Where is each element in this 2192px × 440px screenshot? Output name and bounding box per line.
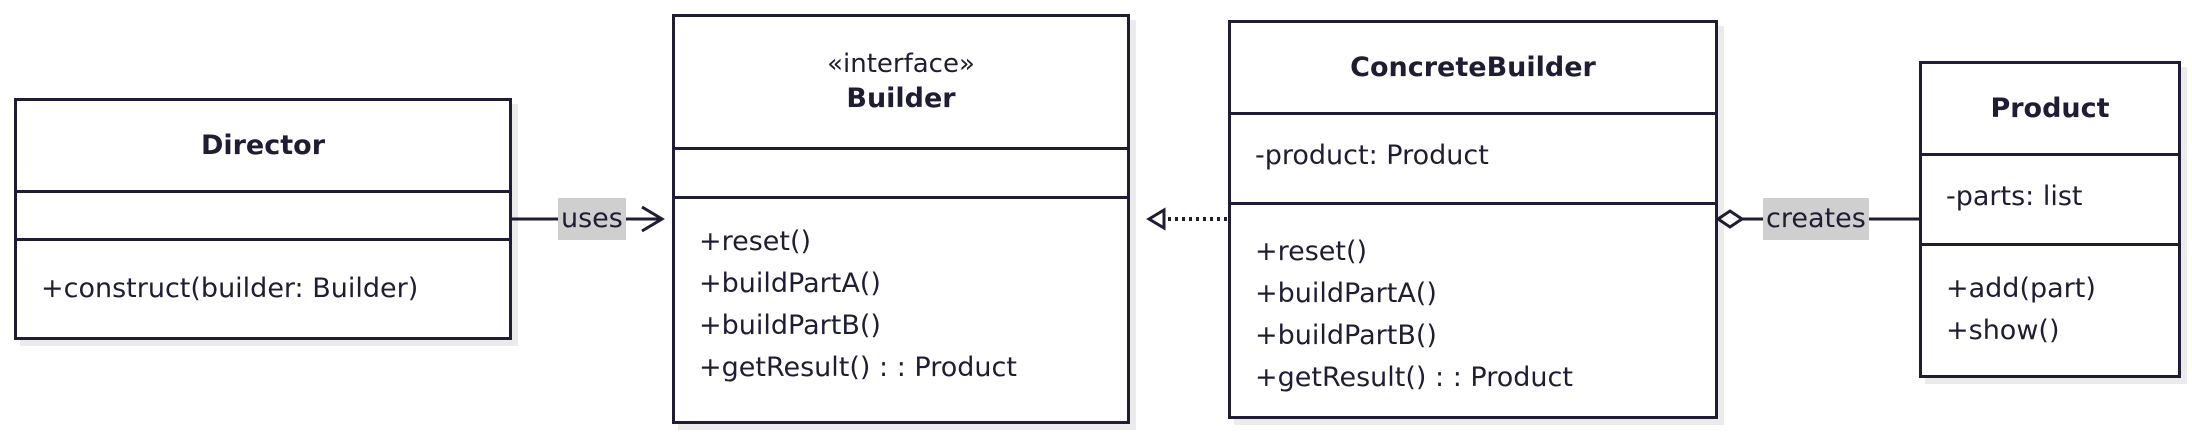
class-product-header: Product bbox=[1922, 64, 2178, 156]
class-concrete-builder-methods: +reset() +buildPartA() +buildPartB() +ge… bbox=[1231, 205, 1715, 399]
class-builder-method: +getResult() : : Product bbox=[699, 352, 1017, 383]
class-builder-attributes bbox=[675, 150, 1127, 199]
class-builder[interactable]: «interface» Builder +reset() +buildPartA… bbox=[672, 14, 1130, 424]
class-concrete-builder-header: ConcreteBuilder bbox=[1231, 23, 1715, 115]
class-builder-stereotype: «interface» bbox=[827, 49, 975, 79]
class-builder-header: «interface» Builder bbox=[675, 17, 1127, 150]
class-builder-method: +buildPartB() bbox=[699, 310, 881, 341]
class-concrete-builder-method: +buildPartB() bbox=[1255, 320, 1437, 351]
realization-hollow-triangle bbox=[1146, 207, 1166, 231]
class-concrete-builder-method: +getResult() : : Product bbox=[1255, 362, 1573, 393]
class-product-method: +show() bbox=[1946, 315, 2060, 346]
class-concrete-builder-name: ConcreteBuilder bbox=[1350, 51, 1596, 83]
creates-relation-label: creates bbox=[1763, 198, 1869, 240]
uses-arrowhead bbox=[641, 205, 665, 233]
class-director-method: +construct(builder: Builder) bbox=[41, 273, 419, 304]
class-concrete-builder[interactable]: ConcreteBuilder -product: Product +reset… bbox=[1228, 20, 1718, 419]
class-concrete-builder-attributes: -product: Product bbox=[1231, 115, 1715, 205]
class-director-attributes bbox=[17, 193, 509, 241]
class-director-name: Director bbox=[200, 129, 326, 161]
class-product-name: Product bbox=[1990, 92, 2110, 124]
class-director-methods: +construct(builder: Builder) bbox=[17, 241, 509, 310]
class-product-method: +add(part) bbox=[1946, 273, 2096, 304]
class-builder-name: Builder bbox=[846, 83, 956, 114]
uses-relation-label: uses bbox=[558, 198, 626, 240]
class-builder-method: +buildPartA() bbox=[699, 268, 881, 299]
class-builder-methods: +reset() +buildPartA() +buildPartB() +ge… bbox=[675, 199, 1127, 389]
class-builder-method: +reset() bbox=[699, 226, 812, 257]
class-concrete-builder-method: +buildPartA() bbox=[1255, 278, 1437, 309]
class-product-attribute: -parts: list bbox=[1946, 181, 2083, 212]
class-concrete-builder-attribute: -product: Product bbox=[1255, 140, 1489, 171]
class-product[interactable]: Product -parts: list +add(part) +show() bbox=[1919, 61, 2181, 378]
aggregation-hollow-diamond bbox=[1715, 209, 1745, 229]
class-concrete-builder-method: +reset() bbox=[1255, 236, 1368, 267]
class-director-header: Director bbox=[17, 101, 509, 193]
class-product-methods: +add(part) +show() bbox=[1922, 246, 2178, 352]
class-director[interactable]: Director +construct(builder: Builder) bbox=[14, 98, 512, 340]
class-product-attributes: -parts: list bbox=[1922, 156, 2178, 246]
